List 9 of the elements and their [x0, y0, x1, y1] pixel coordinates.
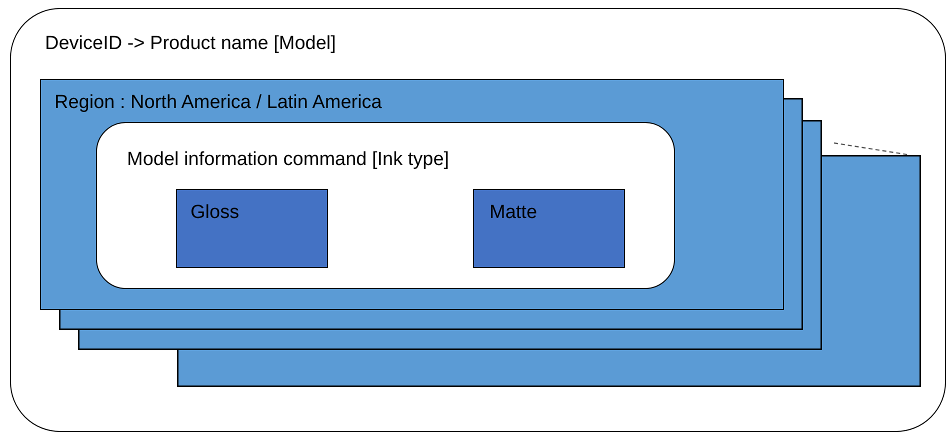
- box-label: Gloss: [190, 202, 240, 224]
- box-label: Matte: [490, 202, 538, 224]
- region-card: [40, 78, 784, 310]
- info-panel: [96, 122, 675, 289]
- heading: DeviceID -> Product name [Model]: [45, 33, 336, 56]
- box-label: Region : North America / Latin America: [54, 92, 382, 114]
- box-label: Model information command [Ink type]: [127, 149, 450, 172]
- ink-type-box: [176, 188, 328, 268]
- ink-type-box: [472, 188, 624, 268]
